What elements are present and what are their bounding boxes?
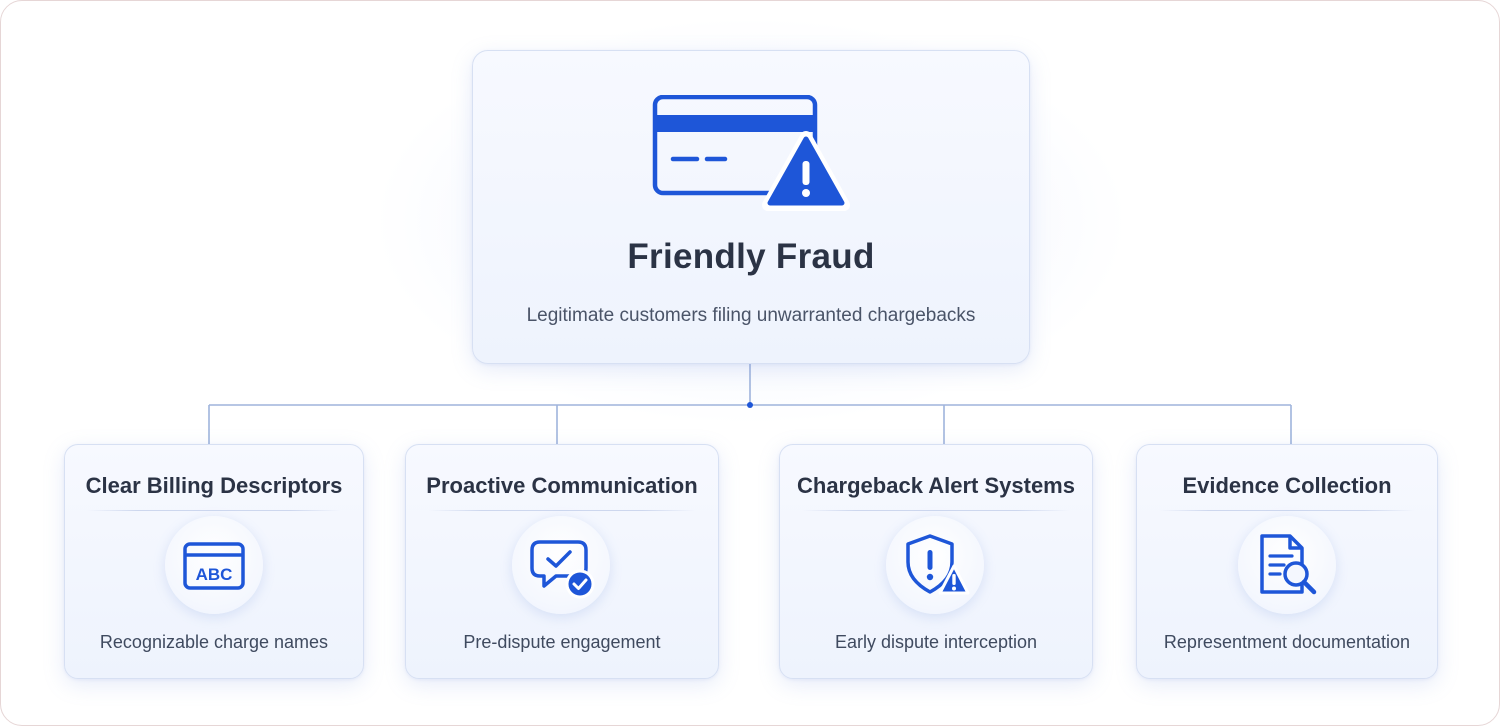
strategy-title: Evidence Collection xyxy=(1182,473,1392,498)
main-subtitle: Legitimate customers filing unwarranted … xyxy=(526,305,976,326)
divider xyxy=(1159,510,1415,511)
icon-badge: ABC xyxy=(165,516,263,614)
credit-card-warning-icon xyxy=(652,95,850,211)
strategy-card-evidence-collection: Evidence Collection Representment docume… xyxy=(1136,444,1438,679)
divider xyxy=(428,510,696,511)
shield-alert-icon xyxy=(906,534,970,595)
main-card: Friendly Fraud Legitimate customers fili… xyxy=(472,50,1030,364)
strategy-title: Chargeback Alert Systems xyxy=(797,473,1075,498)
strategy-card-proactive-communication: Proactive Communication Pre-dispute enga… xyxy=(405,444,719,679)
strategy-title: Proactive Communication xyxy=(426,473,698,498)
document-search-icon xyxy=(1260,534,1317,595)
icon-badge xyxy=(886,516,984,614)
strategy-description: Pre-dispute engagement xyxy=(463,632,661,652)
strategy-card-billing-descriptors: Clear Billing Descriptors ABC Recognizab… xyxy=(64,444,364,679)
strategy-description: Representment documentation xyxy=(1163,632,1411,652)
divider xyxy=(802,510,1070,511)
strategy-description: Recognizable charge names xyxy=(99,632,329,652)
main-title: Friendly Fraud xyxy=(627,237,875,276)
strategy-title: Clear Billing Descriptors xyxy=(85,473,343,498)
icon-badge xyxy=(512,516,610,614)
junction-dot xyxy=(747,402,753,408)
strategy-description: Early dispute interception xyxy=(834,632,1038,652)
icon-badge xyxy=(1238,516,1336,614)
strategy-card-chargeback-alerts: Chargeback Alert Systems Early dispute i… xyxy=(779,444,1093,679)
abc-label: ABC xyxy=(196,565,233,584)
chat-check-icon xyxy=(530,540,595,599)
divider xyxy=(87,510,341,511)
billing-descriptor-icon: ABC xyxy=(183,542,245,590)
